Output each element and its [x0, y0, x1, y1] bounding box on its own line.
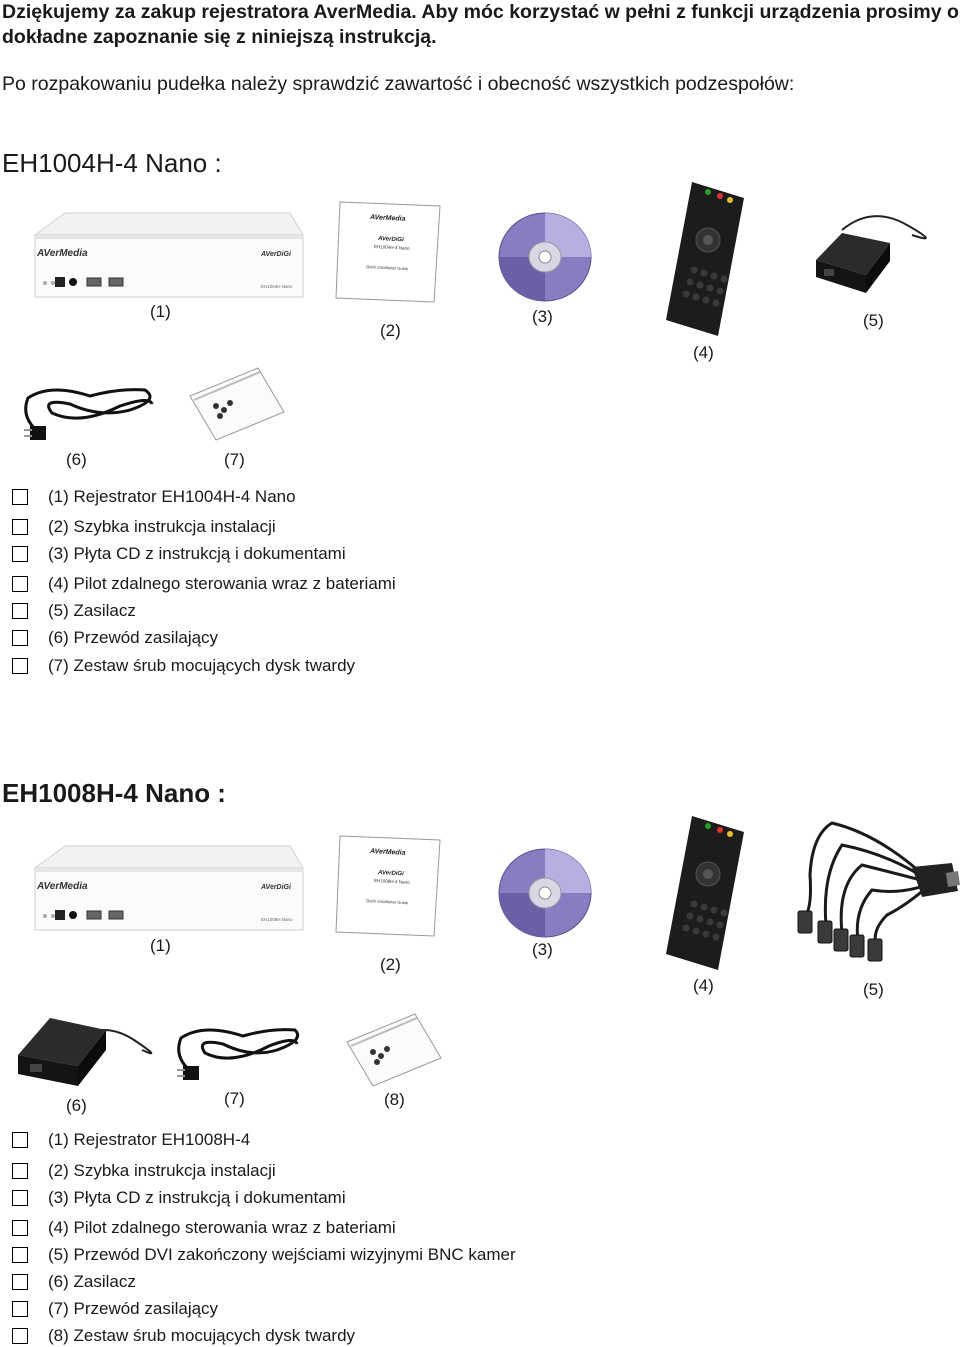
guide-brand: AVerMedia: [369, 214, 406, 223]
checklist-item[interactable]: (5) Przewód DVI zakończony wejściami wiz…: [12, 1244, 516, 1266]
device-brand-right-label: AVerDiGi: [260, 884, 292, 891]
power-cord-image: [177, 1028, 300, 1080]
checkbox[interactable]: [12, 1190, 28, 1206]
guide-sub: AVerDiGi: [377, 870, 404, 877]
checklist-item-label: (1) Rejestrator EH1008H-4: [48, 1130, 251, 1149]
checkbox[interactable]: [12, 1247, 28, 1263]
checklist-item-label: (6) Zasilacz: [48, 1272, 136, 1291]
checkbox[interactable]: [12, 519, 28, 535]
checklist-item[interactable]: (5) Zasilacz: [12, 600, 136, 622]
checkbox[interactable]: [12, 630, 28, 646]
checkbox[interactable]: [12, 1132, 28, 1148]
checklist-item-label: (2) Szybka instrukcja instalacji: [48, 1161, 276, 1180]
label-6: (6): [66, 450, 87, 469]
cd-disc-image: [498, 848, 592, 938]
checklist-item-label: (5) Zasilacz: [48, 601, 136, 620]
device-model-label: EH1004H Nano: [261, 284, 293, 289]
label-3: (3): [532, 940, 553, 959]
checklist-item[interactable]: (8) Zestaw śrub mocujących dysk twardy: [12, 1325, 355, 1347]
checkbox[interactable]: [12, 658, 28, 674]
label-5: (5): [863, 311, 884, 330]
checklist-item-label: (1) Rejestrator EH1004H-4 Nano: [48, 487, 296, 506]
dvr-recorder-image: AVerMedia AVerDiGi EH1008H Nano: [33, 845, 304, 931]
checklist-item-label: (2) Szybka instrukcja instalacji: [48, 517, 276, 536]
label-2: (2): [380, 955, 401, 974]
label-3: (3): [532, 307, 553, 326]
section-title-eh1008: EH1008H-4 Nano :: [2, 778, 226, 808]
checklist-item-label: (4) Pilot zdalnego sterowania wraz z bat…: [48, 1218, 396, 1237]
quick-guide-image: AVerMedia AVerDiGi EH1008H-4 Nano Quick …: [335, 835, 441, 937]
checklist-item-label: (6) Przewód zasilający: [48, 628, 219, 647]
checklist-item[interactable]: (4) Pilot zdalnego sterowania wraz z bat…: [12, 1217, 396, 1239]
power-adapter-image: [18, 1018, 153, 1086]
label-1: (1): [150, 302, 171, 321]
checkbox[interactable]: [12, 546, 28, 562]
checklist-item[interactable]: (7) Zestaw śrub mocujących dysk twardy: [12, 655, 355, 677]
checklist-item-label: (8) Zestaw śrub mocujących dysk twardy: [48, 1326, 356, 1345]
device-brand-right-label: AVerDiGi: [260, 251, 292, 258]
label-8: (8): [384, 1090, 405, 1109]
checkbox[interactable]: [12, 1301, 28, 1317]
checklist-item[interactable]: (2) Szybka instrukcja instalacji: [12, 516, 276, 538]
checklist-item-label: (4) Pilot zdalnego sterowania wraz z bat…: [48, 574, 396, 593]
checklist-item[interactable]: (1) Rejestrator EH1008H-4: [12, 1129, 250, 1151]
checklist-item-label: (5) Przewód DVI zakończony wejściami wiz…: [48, 1245, 516, 1264]
device-model-label: EH1008H Nano: [261, 917, 293, 922]
guide-brand: AVerMedia: [369, 848, 406, 857]
device-brand-label: AVerMedia: [36, 881, 88, 892]
section-title-eh1004: EH1004H-4 Nano :: [2, 148, 222, 178]
checkbox[interactable]: [12, 1274, 28, 1290]
checkbox[interactable]: [12, 1220, 28, 1236]
guide-model: EH1004H-4 Nano: [374, 244, 410, 251]
checklist-item[interactable]: (7) Przewód zasilający: [12, 1298, 218, 1320]
label-4: (4): [693, 343, 714, 362]
label-7: (7): [224, 450, 245, 469]
label-2: (2): [380, 321, 401, 340]
intro-text: Dziękujemy za zakup rejestratora AverMed…: [2, 1, 959, 48]
cd-disc-image: [498, 212, 592, 302]
screw-bag-image: [346, 1013, 442, 1087]
checklist-item-label: (3) Płyta CD z instrukcją i dokumentami: [48, 1188, 346, 1207]
dvr-recorder-image: AVerMedia AVerDiGi EH1004H Nano: [33, 212, 304, 298]
guide-caption: Quick installation Guide: [366, 898, 409, 905]
checkbox[interactable]: [12, 1163, 28, 1179]
quick-guide-image: AVerMedia AVerDiGi EH1004H-4 Nano Quick …: [335, 201, 441, 303]
power-adapter-image: [816, 215, 927, 293]
guide-model: EH1008H-4 Nano: [374, 878, 410, 885]
checkbox[interactable]: [12, 489, 28, 505]
checklist-item[interactable]: (6) Zasilacz: [12, 1271, 136, 1293]
power-cord-image: [24, 388, 154, 440]
dvi-bnc-cable-image: [797, 821, 960, 962]
label-5: (5): [863, 980, 884, 999]
checklist-item-label: (7) Przewód zasilający: [48, 1299, 219, 1318]
device-brand-label: AVerMedia: [36, 248, 88, 259]
checklist-item-label: (7) Zestaw śrub mocujących dysk twardy: [48, 656, 356, 675]
label-1: (1): [150, 936, 171, 955]
checklist-item[interactable]: (3) Płyta CD z instrukcją i dokumentami: [12, 1187, 346, 1209]
checklist-item[interactable]: (1) Rejestrator EH1004H-4 Nano: [12, 486, 296, 508]
checkbox[interactable]: [12, 603, 28, 619]
checklist-item[interactable]: (4) Pilot zdalnego sterowania wraz z bat…: [12, 573, 396, 595]
remote-control-image: [666, 816, 744, 970]
remote-control-image: [666, 182, 744, 336]
guide-sub: AVerDiGi: [377, 236, 404, 243]
label-4: (4): [693, 976, 714, 995]
checklist-item[interactable]: (6) Przewód zasilający: [12, 627, 218, 649]
screw-bag-image: [189, 367, 285, 441]
label-6: (6): [66, 1096, 87, 1115]
lead-text: Po rozpakowaniu pudełka należy sprawdzić…: [2, 73, 795, 95]
label-7: (7): [224, 1089, 245, 1108]
checklist-item[interactable]: (3) Płyta CD z instrukcją i dokumentami: [12, 543, 346, 565]
checkbox[interactable]: [12, 576, 28, 592]
checkbox[interactable]: [12, 1328, 28, 1344]
checklist-item[interactable]: (2) Szybka instrukcja instalacji: [12, 1160, 276, 1182]
guide-caption: Quick installation Guide: [366, 264, 409, 271]
checklist-item-label: (3) Płyta CD z instrukcją i dokumentami: [48, 544, 346, 563]
